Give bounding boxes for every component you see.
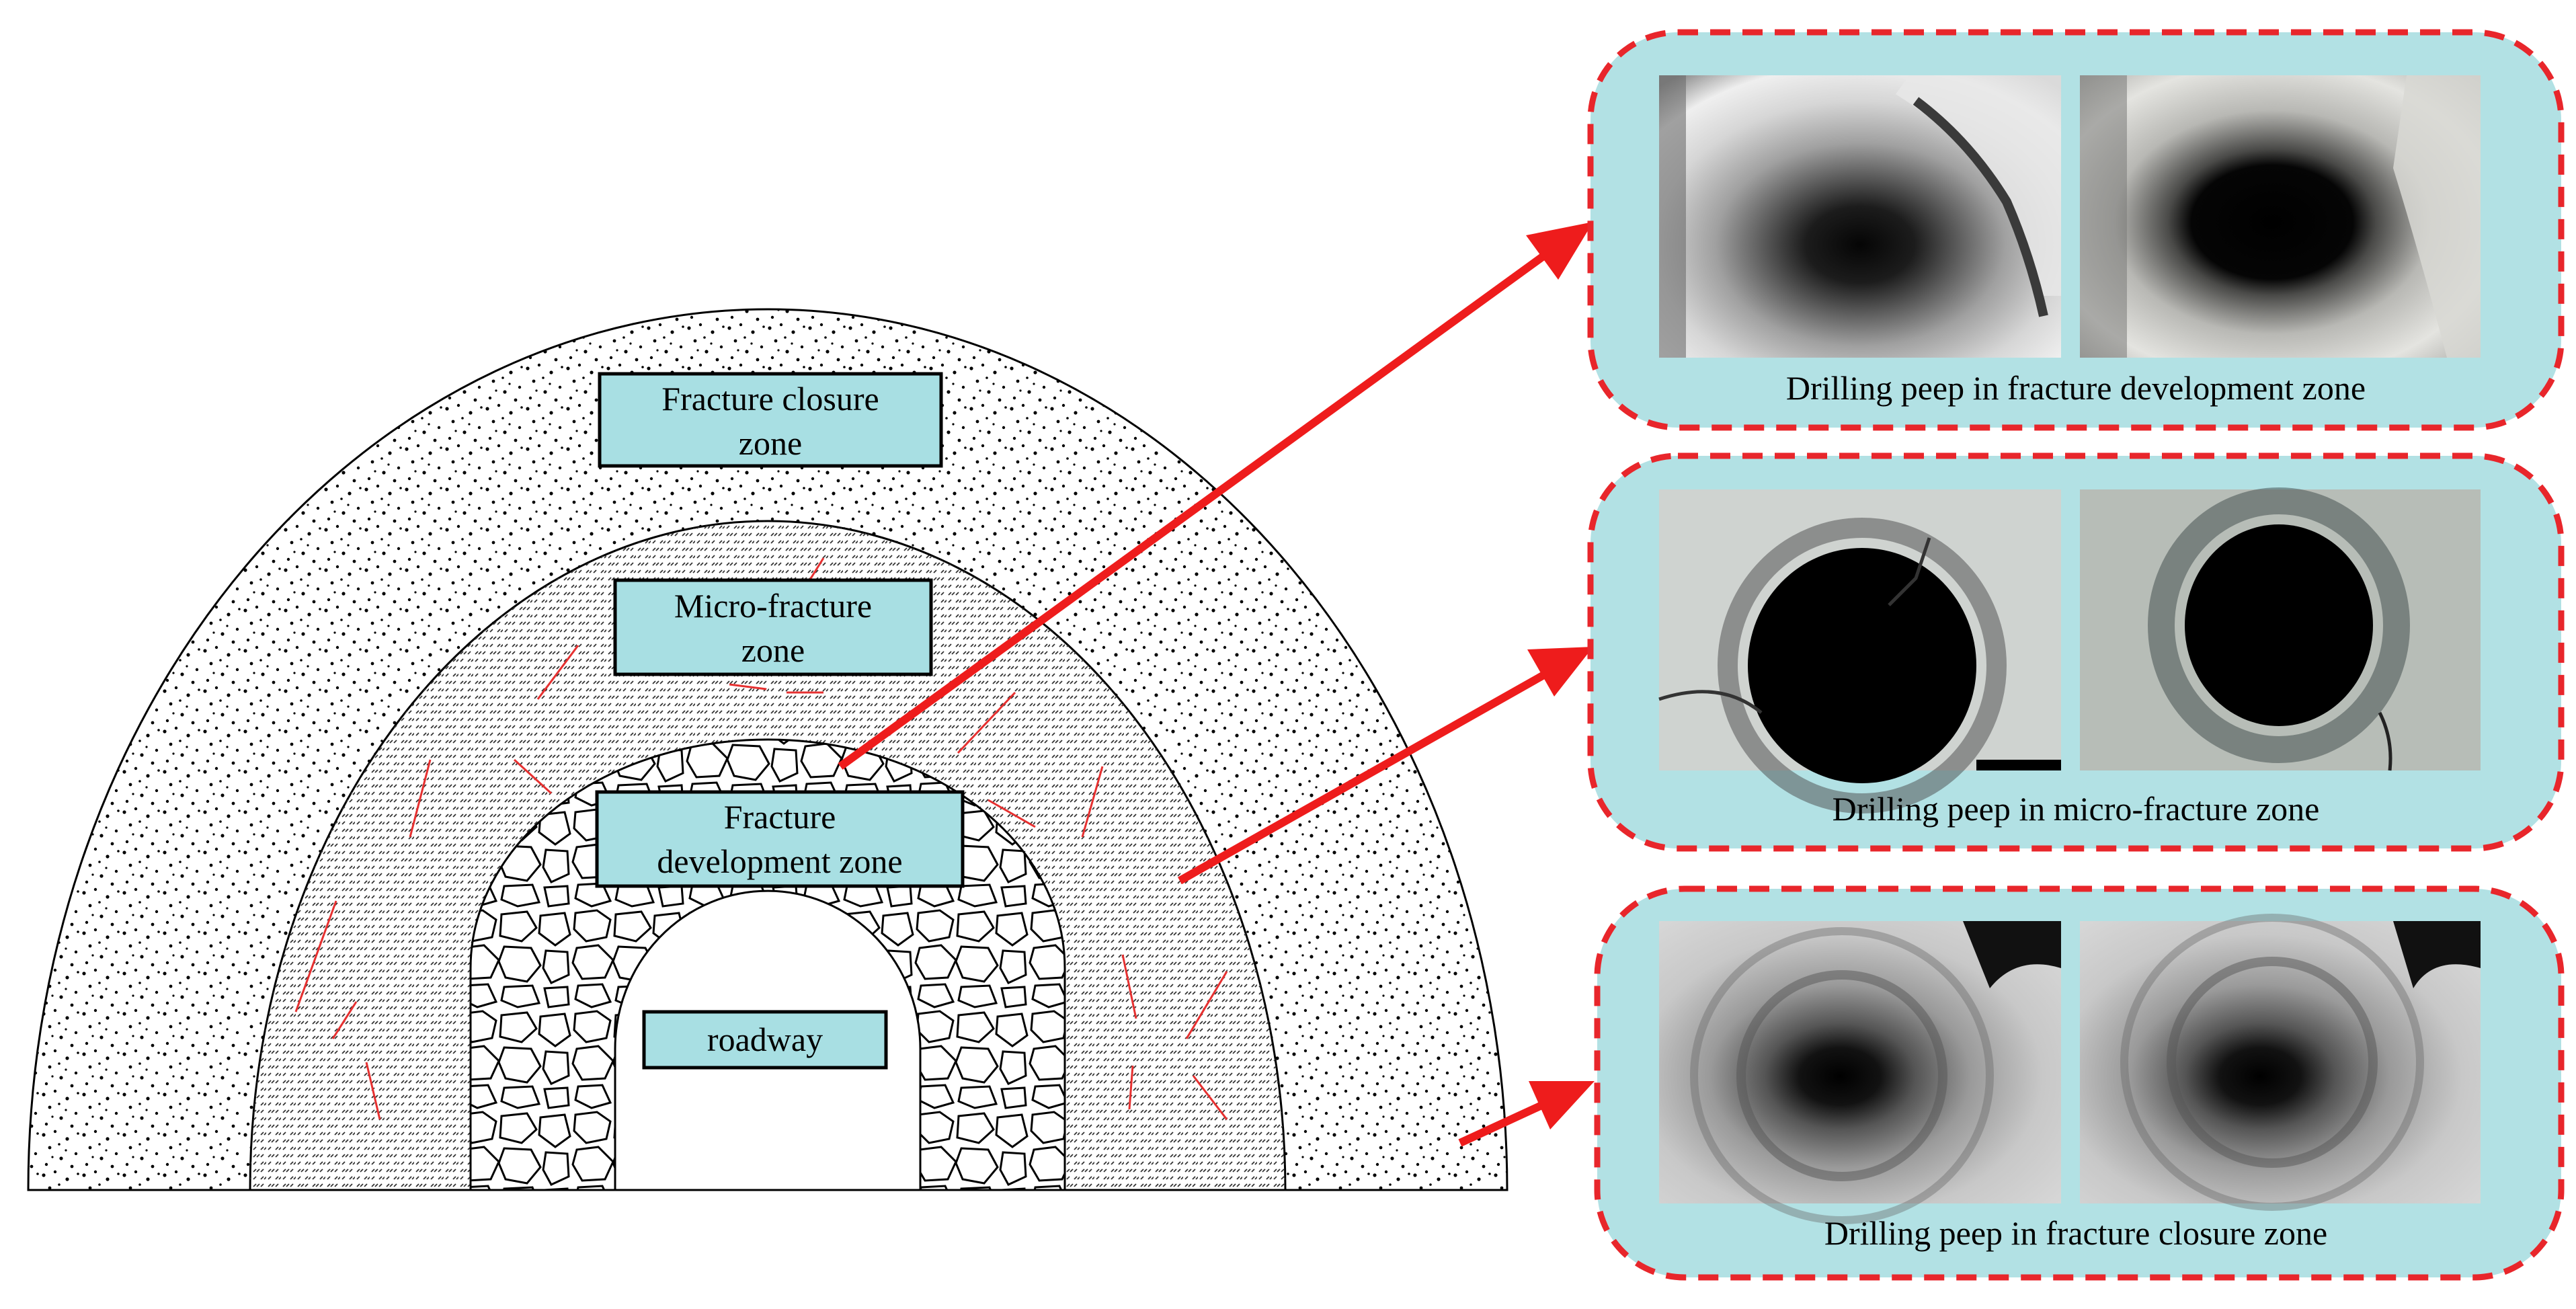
arrow-to-development-panel <box>838 222 1593 770</box>
crack-marks <box>294 557 1228 1120</box>
borehole-photo-micro-1 <box>1658 489 2061 814</box>
arrow-to-closure-panel <box>1458 1081 1595 1147</box>
panel-micro-fracture: Drilling peep in micro-fracture zone <box>1587 452 2565 852</box>
micro-fracture-zone-label: Micro-fracture zone <box>613 578 933 676</box>
arrows <box>838 222 1595 1147</box>
svg-text:Fracture closure: Fracture closure <box>661 380 879 418</box>
svg-text:Fracture: Fracture <box>724 798 836 836</box>
svg-text:development zone: development zone <box>657 842 902 880</box>
roadway-label: roadway <box>642 1010 888 1070</box>
borehole-photo-closure-1 <box>1659 921 2061 1224</box>
panel-caption: Drilling peep in fracture closure zone <box>1824 1214 2327 1252</box>
borehole-photo-development-1 <box>1659 75 2061 358</box>
svg-text:Micro-fracture: Micro-fracture <box>674 587 872 625</box>
fracture-development-zone-label: Fracture development zone <box>595 790 965 888</box>
fracture-closure-zone-label: Fracture closure zone <box>598 372 943 468</box>
panel-caption: Drilling peep in fracture development zo… <box>1786 369 2366 407</box>
borehole-photo-micro-2 <box>2080 487 2481 771</box>
panel-caption: Drilling peep in micro-fracture zone <box>1833 790 2320 828</box>
panel-fracture-development: Drilling peep in fracture development zo… <box>1587 29 2565 431</box>
panel-fracture-closure: Drilling peep in fracture closure zone <box>1594 885 2565 1281</box>
zone-section: Fracture closure zone Micro-fracture zon… <box>27 308 1508 1191</box>
svg-text:roadway: roadway <box>707 1021 823 1058</box>
arrow-to-micro-panel <box>1178 647 1593 885</box>
svg-text:zone: zone <box>741 631 805 669</box>
borehole-photo-development-2 <box>2080 75 2481 358</box>
borehole-photo-closure-2 <box>2080 914 2481 1211</box>
svg-text:zone: zone <box>739 424 802 462</box>
